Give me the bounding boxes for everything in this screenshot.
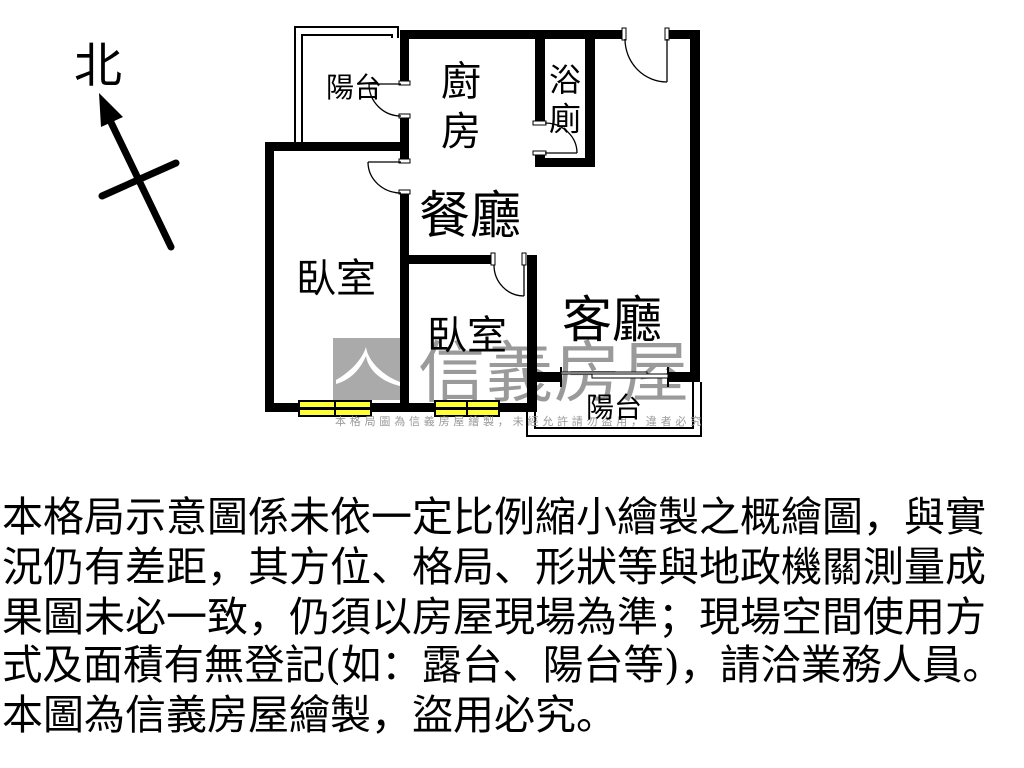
wall-bath-east [585, 30, 595, 167]
label-kitchen-1: 廚 [441, 59, 481, 105]
wall-bottom [265, 403, 537, 412]
walls [265, 30, 700, 412]
disclaimer-line: 況仍有差距，其方位、格局、形狀等與地政機關測量成 [2, 543, 986, 591]
balcony-door-icon [368, 83, 402, 117]
label-dining: 餐廳 [419, 187, 521, 246]
label-balcony-top: 陽台 [326, 71, 382, 104]
entrance-door-icon [624, 38, 668, 83]
wall-bedroom-east [400, 192, 409, 412]
bathroom-door-icon [544, 122, 578, 154]
sliding-door-icon [560, 367, 669, 387]
wall-bath-west-upper [535, 30, 545, 122]
window-bedroom-right-icon [434, 400, 500, 417]
wall-bedroom2-north [400, 255, 493, 264]
wall-bedroom-north [265, 142, 409, 151]
wall-living-south-right [668, 372, 700, 382]
wall-left [265, 142, 274, 412]
label-bathroom-1: 浴 [549, 61, 581, 99]
disclaimer-line: 果圖未必一致，仍須以房屋現場為準；現場空間使用方 [2, 593, 986, 641]
north-arrow-icon [98, 93, 180, 251]
floor-plan: 北 信義房屋 [74, 26, 705, 437]
disclaimer-line: 式及面積有無登記(如：露台、陽台等)，請洽業務人員。 [2, 641, 1003, 689]
balcony-bottom-outline [526, 382, 702, 437]
label-bathroom-2: 廁 [549, 100, 581, 138]
window-bedroom-left-icon [298, 400, 372, 417]
wall-top-right [668, 30, 700, 39]
compass: 北 [74, 38, 180, 251]
wall-top [400, 30, 625, 39]
wall-living-south-left [537, 372, 561, 382]
disclaimer-line: 本圖為信義房屋繪製，盜用必究。 [2, 691, 617, 739]
label-living: 客廳 [562, 291, 662, 349]
disclaimer-line: 本格局示意圖係未依一定比例縮小繪製之概繪圖，與實 [2, 493, 986, 541]
wall-kitchen-west-upper [400, 30, 409, 83]
watermark-copyright: 本格局圖為信義房屋繪製，未經允許請勿盜用，違者必究 [335, 414, 705, 428]
doors [367, 38, 668, 297]
label-bedroom-right: 臥室 [427, 313, 507, 359]
north-label: 北 [74, 38, 122, 94]
wall-bath-south [535, 158, 595, 167]
wall-kitchen-west-mid [400, 116, 409, 161]
wall-right [690, 30, 700, 382]
balcony-top-outline [294, 26, 399, 143]
label-balcony-bottom: 陽台 [586, 391, 642, 424]
label-kitchen-2: 房 [441, 109, 481, 155]
bedroom-right-door-icon [493, 264, 525, 297]
brand-logo-icon [333, 338, 401, 400]
label-bedroom-left: 臥室 [296, 256, 376, 302]
bedroom-left-door-icon [367, 161, 402, 194]
wall-bedroom2-east [527, 255, 537, 412]
